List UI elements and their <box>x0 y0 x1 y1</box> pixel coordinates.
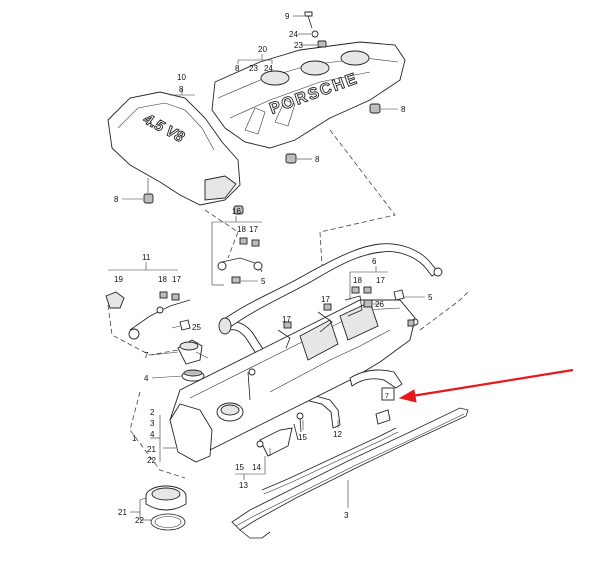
label-15-b: 15 <box>235 463 244 472</box>
valve-cover <box>169 299 419 463</box>
grommet <box>233 205 244 215</box>
valve-cover-gasket-3 <box>231 407 469 539</box>
label-17-a: 17 <box>249 225 258 234</box>
label-5-a: 5 <box>261 277 266 286</box>
label-18-c: 18 <box>353 276 362 285</box>
dashed-leader-clip <box>107 304 179 356</box>
label-8-right-bottom: 8 <box>315 155 320 164</box>
label-8-left: 8 <box>114 195 119 204</box>
dashed-leader-cap <box>129 391 186 479</box>
breather-hose <box>218 243 443 429</box>
label-25: 25 <box>192 323 201 332</box>
label-12: 12 <box>333 430 342 439</box>
oil-filler-cap-21 <box>145 485 187 511</box>
label-11: 11 <box>142 253 151 262</box>
label-15-a: 15 <box>298 433 307 442</box>
label-24-top: 24 <box>289 30 298 39</box>
label-18-a: 18 <box>237 225 246 234</box>
label-2: 2 <box>150 408 155 417</box>
bracket-14 <box>235 423 299 480</box>
callout-highlight <box>381 387 395 401</box>
label-22-b: 22 <box>135 516 144 525</box>
label-5-b: 5 <box>428 293 433 302</box>
callout-label: 7 <box>385 393 389 400</box>
label-1: 1 <box>132 434 137 443</box>
label-20-sub-23: 23 <box>249 64 258 73</box>
label-8-right-top: 8 <box>401 105 406 114</box>
seal-22 <box>150 513 186 531</box>
label-16: 16 <box>232 207 241 216</box>
bracket-11 <box>105 262 191 340</box>
label-3-b: 3 <box>344 511 349 520</box>
label-13: 13 <box>239 481 248 490</box>
label-9: 9 <box>285 12 290 21</box>
grommet <box>369 103 381 114</box>
label-3: 3 <box>150 419 155 428</box>
seal-4 <box>181 369 205 382</box>
label-6: 6 <box>372 257 377 266</box>
label-17-b: 17 <box>172 275 181 284</box>
dashed-leader-left-cover <box>204 209 239 259</box>
label-10: 10 <box>177 73 186 82</box>
harness-clip-16 <box>211 216 263 286</box>
red-pointer-arrow <box>398 368 574 403</box>
grommet <box>143 193 154 204</box>
label-23-top: 23 <box>294 41 303 50</box>
label-21-a: 21 <box>147 445 156 454</box>
label-18-b: 18 <box>158 275 167 284</box>
dashed-leader-right <box>419 289 471 331</box>
engine-cover-right: PORSCHE <box>211 41 406 149</box>
label-26: 26 <box>375 300 384 309</box>
label-4-b: 4 <box>150 430 155 439</box>
bolt-9 <box>304 11 313 29</box>
label-20-sub-24: 24 <box>264 64 273 73</box>
label-20: 20 <box>258 45 267 54</box>
dashed-leader-cover <box>319 129 396 266</box>
label-17-c: 17 <box>376 276 385 285</box>
label-bracket-20 <box>237 54 273 64</box>
label-4: 4 <box>144 374 149 383</box>
label-22-a: 22 <box>147 456 156 465</box>
label-19: 19 <box>114 275 123 284</box>
label-17-e: 17 <box>282 315 291 324</box>
label-10-sub-8: 8 <box>179 85 184 94</box>
engine-cover-left: 4.5 V8 <box>107 91 241 206</box>
label-7: 7 <box>144 351 149 360</box>
label-14: 14 <box>252 463 261 472</box>
bracket-6 <box>344 266 425 317</box>
label-21-b: 21 <box>118 508 127 517</box>
oil-filler-neck-7 <box>177 339 203 365</box>
grommet <box>285 153 297 164</box>
label-20-sub-8: 8 <box>235 64 240 73</box>
label-17-d: 17 <box>321 295 330 304</box>
